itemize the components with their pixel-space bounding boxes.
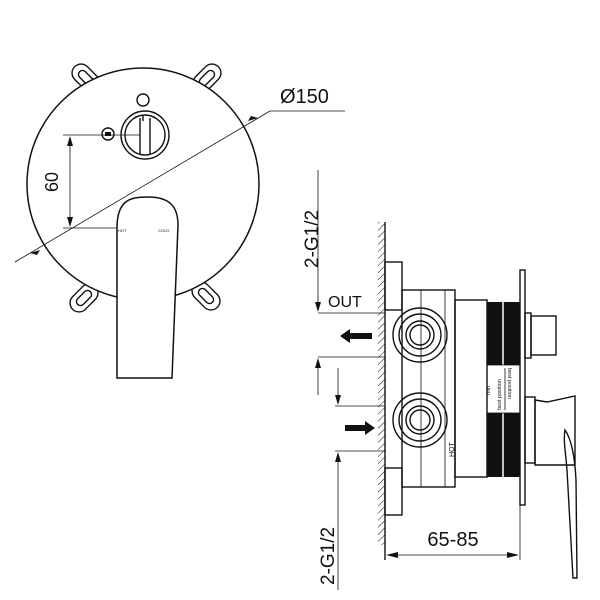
- inlet-dimension: 2-G1/2: [318, 368, 385, 590]
- diverter-knob-side: [530, 315, 557, 356]
- bath-symbol-icon: [101, 127, 115, 141]
- depth-label: 65-85: [427, 529, 478, 551]
- in-arrow-icon: [345, 421, 375, 435]
- side-hot-label: HOT: [449, 442, 456, 458]
- front-view: 60 HOT COLD Ø150: [14, 63, 345, 379]
- out-arrow-icon: [340, 329, 372, 343]
- side-view: HOT min best position best position OUT …: [302, 170, 578, 590]
- outlet-connection: [392, 307, 448, 363]
- back-flange-top: [384, 261, 403, 311]
- top-thread-label: 2-G1/2: [302, 210, 323, 268]
- inlet-connection: [392, 392, 448, 448]
- shower-symbol-icon: [136, 93, 150, 107]
- cover-plate-side: [519, 269, 526, 506]
- lever-side-base: [534, 395, 576, 466]
- back-flange-bottom: [384, 467, 403, 516]
- depth-dimension: 65-85: [386, 505, 521, 560]
- cold-label: COLD: [158, 228, 169, 233]
- best-position-label-flipped: best position: [506, 368, 512, 399]
- diameter-label: Ø150: [280, 86, 329, 108]
- dimension-60-label: 60: [42, 172, 62, 192]
- wall-hatching: [378, 222, 385, 545]
- valve-body: [401, 289, 456, 488]
- hot-label: HOT: [118, 228, 127, 233]
- lever-handle: [116, 196, 179, 379]
- min-label: min: [486, 386, 492, 395]
- out-label: OUT: [328, 294, 362, 311]
- outlet-dimension: OUT 2-G1/2: [302, 170, 385, 395]
- bottom-thread-label: 2-G1/2: [318, 527, 339, 585]
- dimension-60: 60: [42, 134, 140, 229]
- dimension-diameter: Ø150: [14, 86, 345, 263]
- lever-side: [563, 428, 578, 579]
- cartridge-housing: [454, 299, 488, 478]
- best-position-label: best position: [497, 379, 503, 410]
